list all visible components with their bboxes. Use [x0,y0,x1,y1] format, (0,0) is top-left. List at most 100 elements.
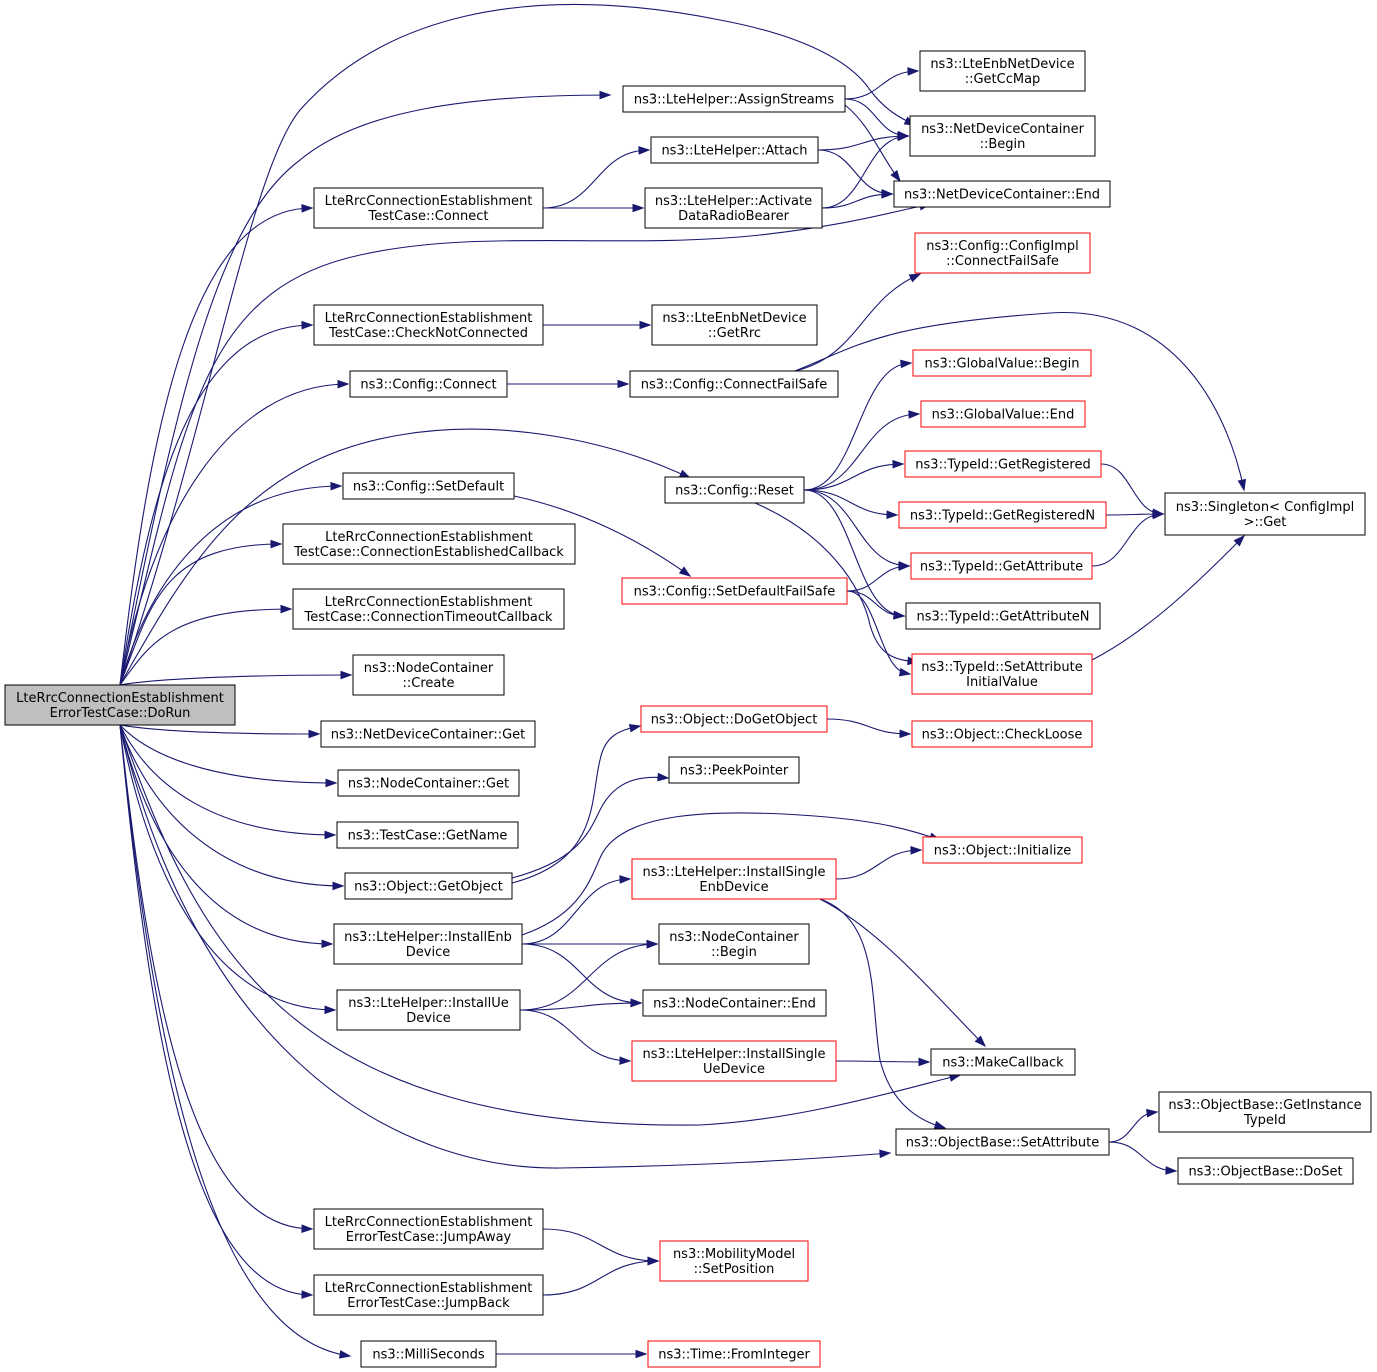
function-node[interactable]: ns3::LteHelper::AssignStreams [622,85,846,113]
function-node[interactable]: ns3::MilliSeconds [360,1340,497,1368]
node-label: TypeId [1243,1113,1286,1128]
node-label: ns3::TypeId::GetAttribute [920,560,1083,575]
function-node[interactable]: ns3::LteEnbNetDevice::GetRrc [651,304,818,346]
node-label: ns3::Config::Connect [360,378,496,393]
node-label: EnbDevice [699,880,768,895]
function-node[interactable]: LteRrcConnectionEstablishmentTestCase::C… [313,304,544,346]
function-node[interactable]: ns3::TypeId::GetRegisteredN [898,501,1107,529]
node-label: ns3::NetDeviceContainer::Get [331,728,526,743]
call-edge-n38-n39 [519,998,643,1011]
node-box [621,577,848,605]
node-label: ns3::TypeId::GetRegisteredN [910,509,1095,524]
function-node[interactable]: ns3::NodeContainer::Get [337,769,520,797]
function-node[interactable]: ns3::Config::Connect [349,370,508,398]
node-label: ns3::ObjectBase::SetAttribute [906,1136,1100,1151]
function-node[interactable]: ns3::GlobalValue::End [920,400,1086,428]
call-edge-n15-n14 [803,410,921,491]
function-node[interactable]: ns3::ObjectBase::DoSet [1177,1157,1354,1185]
node-label: TestCase::ConnectionEstablishedCallback [293,545,564,560]
function-node[interactable]: ns3::Singleton< ConfigImpl >::Get [1164,492,1366,536]
function-node[interactable]: ns3::Config::SetDefaultFailSafe [621,577,848,605]
function-node[interactable]: ns3::NetDeviceContainer::Begin [909,115,1096,157]
call-edge-n0-n20 [119,539,283,686]
node-box [904,450,1102,478]
function-node[interactable]: ns3::NodeContainer::Create [352,654,505,696]
function-node[interactable]: ns3::TestCase::GetName [336,821,519,849]
node-label: ns3::LteEnbNetDevice [930,57,1074,72]
call-edge-n35-n30 [511,772,670,879]
node-label: ns3::LteHelper::Attach [661,144,807,159]
call-edge-n0-n47 [119,724,314,1299]
node-label: ns3::Object::GetObject [354,880,503,895]
call-edge-n0-n32 [119,724,337,840]
function-node[interactable]: ns3::Config::ConnectFailSafe [629,370,839,398]
node-label: ns3::TypeId::GetRegistered [915,458,1090,473]
function-nodes: LteRrcConnectionEstablishmentErrorTestCa… [4,50,1372,1368]
function-node[interactable]: ns3::Config::ConfigImpl::ConnectFailSafe [914,232,1091,274]
function-node[interactable]: ns3::TypeId::GetAttributeN [905,602,1101,630]
node-box [664,476,805,504]
call-edge-n48-n49 [496,1349,648,1359]
node-label: ns3::GlobalValue::Begin [925,357,1080,372]
call-edge-n47-n46 [542,1256,660,1296]
function-node[interactable]: ns3::TypeId::GetRegistered [904,450,1102,478]
function-node[interactable]: ns3::NetDeviceContainer::End [893,180,1111,208]
function-node[interactable]: ns3::NodeContainer::Begin [658,923,810,965]
function-node[interactable]: ns3::Object::CheckLoose [911,720,1093,748]
node-box [919,50,1086,92]
function-node[interactable]: ns3::LteHelper::Attach [650,136,819,164]
function-node[interactable]: ns3::Config::Reset [664,476,805,504]
function-node[interactable]: ns3::Object::GetObject [344,872,513,900]
function-node[interactable]: ns3::Config::SetDefault [342,472,515,500]
call-edge-n1-n4 [844,104,901,183]
function-node[interactable]: ns3::Object::Initialize [922,836,1083,864]
node-box [898,501,1107,529]
node-box [642,989,827,1017]
node-box [320,720,536,748]
function-node[interactable]: ns3::Object::DoGetObject [640,705,828,733]
node-label: LteRrcConnectionEstablishment [325,194,533,209]
node-label: ::GetCcMap [965,72,1041,87]
call-edge-n27-n29 [826,718,912,739]
function-node[interactable]: ns3::NetDeviceContainer::Get [320,720,536,748]
function-node[interactable]: LteRrcConnectionEstablishmentErrorTestCa… [313,1274,544,1316]
node-label: LteRrcConnectionEstablishment [325,595,533,610]
node-label: ns3::TypeId::GetAttributeN [916,610,1089,625]
function-node[interactable]: LteRrcConnectionEstablishmentTestCase::C… [282,523,576,565]
node-label: ::SetPosition [694,1262,775,1277]
node-label: TestCase::Connect [368,209,489,224]
function-node[interactable]: ns3::ObjectBase::SetAttribute [895,1128,1110,1156]
function-node[interactable]: ns3::NodeContainer::End [642,989,827,1017]
call-edge-n22-n21 [846,562,911,592]
node-box [313,1208,544,1250]
node-label: LteRrcConnectionEstablishment [325,530,533,545]
function-node[interactable]: ns3::MobilityModel::SetPosition [659,1240,809,1282]
node-label: ns3::Singleton< ConfigImpl [1176,500,1354,515]
node-box [668,756,800,784]
node-box [650,136,819,164]
function-node[interactable]: ns3::LteEnbNetDevice::GetCcMap [919,50,1086,92]
function-node[interactable]: ns3::MakeCallback [930,1048,1076,1076]
node-box [920,400,1086,428]
node-label: ns3::TestCase::GetName [348,829,508,844]
node-box [640,705,828,733]
function-node[interactable]: LteRrcConnectionEstablishmentTestCase::C… [292,588,565,630]
function-node[interactable]: ns3::GlobalValue::Begin [912,349,1092,377]
node-box [644,187,823,229]
function-node[interactable]: LteRrcConnectionEstablishmentErrorTestCa… [313,1208,544,1250]
root-function-node[interactable]: LteRrcConnectionEstablishmentErrorTestCa… [4,684,236,726]
function-node[interactable]: LteRrcConnectionEstablishmentTestCase::C… [313,187,544,229]
function-node[interactable]: ns3::TypeId::GetAttribute [910,552,1093,580]
node-box [333,923,523,965]
function-node[interactable]: ns3::Time::FromInteger [647,1340,821,1368]
node-box [352,654,505,696]
call-edge-n16-n19 [1100,463,1165,518]
function-node[interactable]: ns3::PeekPointer [668,756,800,784]
